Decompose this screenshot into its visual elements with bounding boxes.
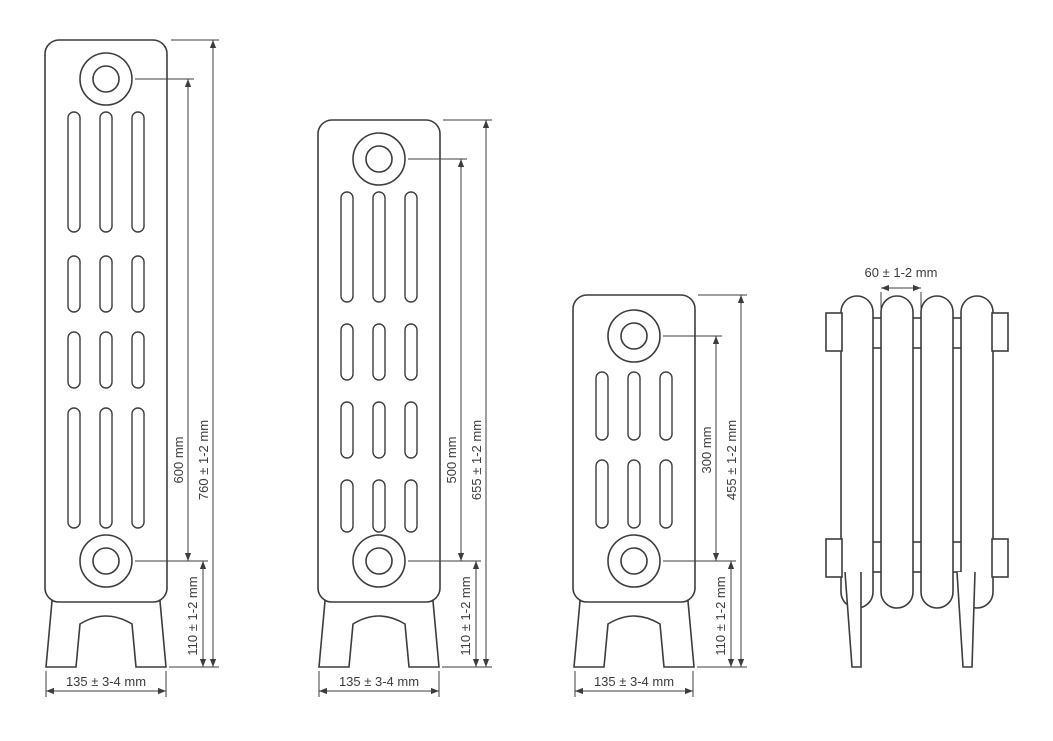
dim-label-bottom-offset: 110 ± 1-2 mm [458, 576, 473, 655]
dim-total-height: 655 ± 1-2 mm [442, 119, 492, 668]
dim-label-section-width: 60 ± 1-2 mm [865, 265, 938, 280]
dim-label-axis-distance: 500 mm [444, 437, 459, 484]
column-slot [404, 191, 418, 303]
column-slots [595, 371, 673, 529]
column-slot [340, 401, 354, 459]
nipple-cap [825, 538, 843, 578]
nipple-cap [825, 312, 843, 352]
radiator-455-front-view: 455 ± 1-2 mm 300 mm 110 ± 1-2 mm 135 ± 3… [572, 294, 747, 697]
column-slot [99, 111, 113, 233]
radiator-legs [45, 600, 167, 668]
column-slot [372, 479, 386, 533]
dim-label-total-height: 760 ± 1-2 mm [196, 420, 211, 500]
top-bushing-inner [92, 65, 120, 93]
column-slot [131, 111, 145, 233]
column-slot [99, 331, 113, 389]
radiator-legs [573, 600, 695, 668]
column-slot [67, 331, 81, 389]
column-slot [131, 331, 145, 389]
bottom-bushing-inner [92, 547, 120, 575]
dim-axis-distance: 300 mm [663, 335, 736, 562]
dim-axis-distance: 500 mm [408, 158, 481, 562]
dim-label-total-height: 655 ± 1-2 mm [469, 420, 484, 500]
front-leg [844, 571, 862, 668]
column-slot [99, 255, 113, 313]
column-slot [67, 111, 81, 233]
dim-label-total-height: 455 ± 1-2 mm [724, 420, 739, 500]
column-slots [340, 191, 418, 533]
dim-width: 135 ± 3-4 mm [574, 671, 694, 697]
radiator-side-view: 60 ± 1-2 mm [825, 265, 1009, 668]
dim-total-height: 760 ± 1-2 mm [169, 39, 219, 668]
section-tube [920, 295, 954, 609]
column-slot [595, 371, 609, 441]
dim-label-axis-distance: 600 mm [171, 437, 186, 484]
column-slot [131, 255, 145, 313]
nipple-cap [991, 538, 1009, 578]
column-slot [67, 255, 81, 313]
column-slot [627, 459, 641, 529]
column-slot [404, 401, 418, 459]
dim-total-height: 455 ± 1-2 mm [697, 294, 747, 668]
column-slots [67, 111, 145, 529]
dim-axis-distance: 600 mm [135, 78, 208, 562]
dim-bottom-offset: 110 ± 1-2 mm [458, 561, 480, 667]
dim-width: 135 ± 3-4 mm [45, 671, 167, 697]
bottom-bushing-inner [365, 547, 393, 575]
bottom-bushing-inner [620, 547, 648, 575]
radiator-760-front-view: 760 ± 1-2 mm 600 mm 110 ± 1-2 mm 135 ± 3… [44, 39, 219, 697]
column-slot [372, 323, 386, 381]
column-slot [131, 407, 145, 529]
radiator-655-front-view: 655 ± 1-2 mm 500 mm 110 ± 1-2 mm 135 ± 3… [317, 119, 492, 697]
nipple-cap [991, 312, 1009, 352]
column-slot [627, 371, 641, 441]
dim-label-width: 135 ± 3-4 mm [66, 674, 146, 689]
rear-leg [956, 571, 976, 668]
dim-bottom-offset: 110 ± 1-2 mm [185, 561, 207, 667]
column-slot [99, 407, 113, 529]
column-slot [595, 459, 609, 529]
dim-label-width: 135 ± 3-4 mm [594, 674, 674, 689]
top-bushing-inner [365, 145, 393, 173]
column-slot [404, 323, 418, 381]
section-tube [960, 295, 994, 609]
column-slot [404, 479, 418, 533]
top-bushing-inner [620, 322, 648, 350]
column-slot [659, 371, 673, 441]
column-slot [340, 479, 354, 533]
column-slot [372, 191, 386, 303]
dim-label-bottom-offset: 110 ± 1-2 mm [185, 576, 200, 655]
radiator-legs [318, 600, 440, 668]
column-slot [659, 459, 673, 529]
dim-label-width: 135 ± 3-4 mm [339, 674, 419, 689]
column-slot [67, 407, 81, 529]
column-slot [340, 323, 354, 381]
dim-width: 135 ± 3-4 mm [318, 671, 440, 697]
column-slot [340, 191, 354, 303]
dim-bottom-offset: 110 ± 1-2 mm [713, 561, 735, 667]
dim-label-bottom-offset: 110 ± 1-2 mm [713, 576, 728, 655]
dim-label-axis-distance: 300 mm [699, 427, 714, 474]
section-tube [880, 295, 914, 609]
column-slot [372, 401, 386, 459]
dim-section-width: 60 ± 1-2 mm [865, 265, 938, 316]
section-tube [840, 295, 874, 609]
